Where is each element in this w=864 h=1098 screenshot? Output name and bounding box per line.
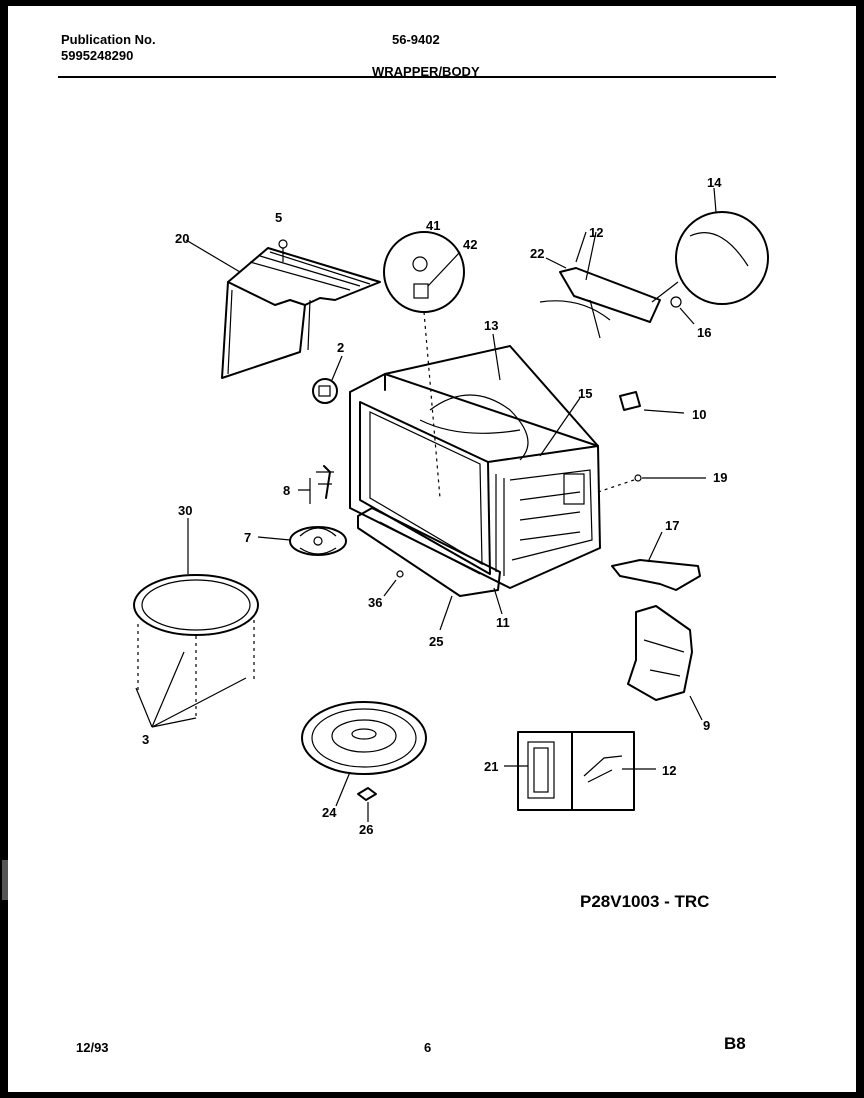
part-7-fan — [257, 526, 347, 556]
callout-15: 15 — [578, 386, 592, 401]
section-title: WRAPPER/BODY — [372, 64, 480, 79]
part-2-bracket — [312, 378, 338, 404]
part-26-coupler — [357, 787, 377, 822]
callout-16: 16 — [697, 325, 711, 340]
part-3-leaders — [135, 651, 247, 728]
callout-12-hinge: 12 — [589, 225, 603, 240]
callout-5: 5 — [275, 210, 282, 225]
part-25-base-plate — [357, 507, 503, 631]
callout-42: 42 — [463, 237, 477, 252]
callout-17: 17 — [665, 518, 679, 533]
leader-42 — [427, 251, 461, 287]
leader-2 — [331, 355, 343, 381]
part-9-bracket — [627, 605, 703, 721]
callout-8: 8 — [283, 483, 290, 498]
callout-25: 25 — [429, 634, 443, 649]
leader-20 — [185, 239, 241, 273]
publication-label: Publication No. — [61, 32, 156, 47]
callout-21: 21 — [484, 759, 498, 774]
footer-date: 12/93 — [76, 1040, 109, 1055]
part-19-screw — [597, 474, 706, 493]
callout-10: 10 — [692, 407, 706, 422]
callout-41: 41 — [426, 218, 440, 233]
part-30-roller-ring — [133, 518, 259, 720]
diagram-code: P28V1003 - TRC — [580, 892, 710, 911]
part-24-turntable — [301, 701, 427, 807]
footer-page: 6 — [424, 1040, 432, 1055]
leader-15 — [539, 397, 581, 457]
callout-36: 36 — [368, 595, 382, 610]
callout-7: 7 — [244, 530, 251, 545]
callout-30: 30 — [178, 503, 192, 518]
callout-13: 13 — [484, 318, 498, 333]
detail-41-42 — [383, 231, 465, 499]
publication-number: 5995248290 — [61, 48, 134, 63]
scan-edge-mark — [2, 860, 8, 900]
callout-22: 22 — [530, 246, 544, 261]
callout-19: 19 — [713, 470, 727, 485]
cabinet-body — [349, 345, 601, 589]
callout-9: 9 — [703, 718, 710, 733]
part-10-cover — [619, 391, 685, 414]
part-5-screw — [278, 239, 288, 262]
part-8-thermostat — [298, 465, 334, 504]
leader-13 — [492, 333, 501, 381]
parts-inset-21-12 — [504, 731, 656, 811]
footer-page-code: B8 — [724, 1034, 746, 1053]
callout-11: 11 — [496, 615, 510, 630]
callout-26: 26 — [359, 822, 373, 837]
callout-2: 2 — [337, 340, 344, 355]
callout-14: 14 — [707, 175, 722, 190]
model-number: 56-9402 — [392, 32, 440, 47]
callout-20: 20 — [175, 231, 189, 246]
part-20-wrapper-top — [221, 247, 381, 379]
hinge-assembly — [539, 187, 769, 339]
callout-12-inset: 12 — [662, 763, 676, 778]
part-17-duct — [611, 531, 701, 591]
callout-24: 24 — [322, 805, 337, 820]
header-rule — [58, 76, 776, 78]
callout-3: 3 — [142, 732, 149, 747]
